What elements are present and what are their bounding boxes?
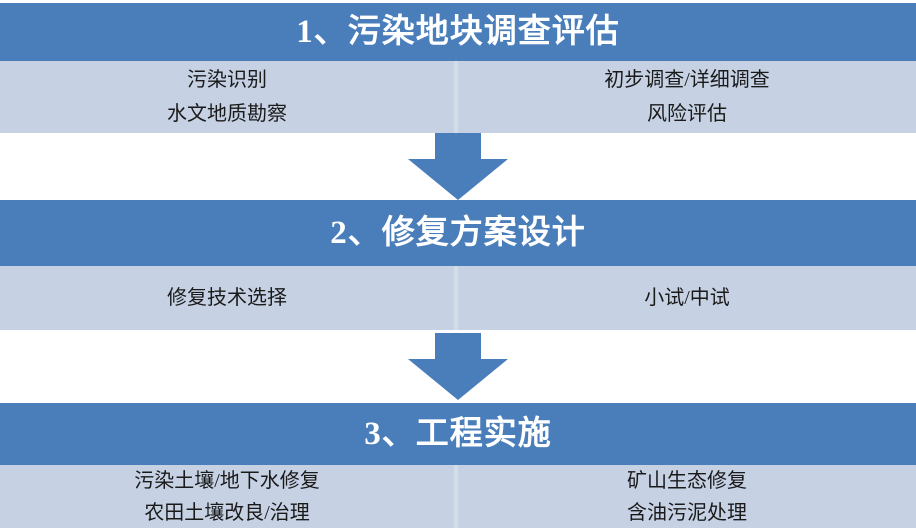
- stage-1-right-line-2: 风险评估: [647, 103, 727, 125]
- stage-3-right-line-2: 含油污泥处理: [627, 501, 747, 524]
- stage-1-body: 污染识别 水文地质勘察 初步调查/详细调查 风险评估: [0, 61, 916, 133]
- stage-3-left-line-1: 污染土壤/地下水修复: [134, 469, 320, 492]
- stage-1-column-right: 初步调查/详细调查 风险评估: [458, 61, 916, 133]
- stage-3-body: 污染土壤/地下水修复 农田土壤改良/治理 矿山生态修复 含油污泥处理: [0, 465, 916, 528]
- down-arrow-icon: [408, 333, 508, 400]
- stage-1-title: 1、污染地块调查评估: [0, 3, 916, 61]
- stage-1-column-left: 污染识别 水文地质勘察: [0, 61, 458, 133]
- down-arrow-icon: [408, 133, 508, 200]
- stage-3-left-line-2: 农田土壤改良/治理: [144, 501, 310, 524]
- stage-2-right-line-1: 小试/中试: [644, 287, 730, 309]
- stage-2-body: 修复技术选择 小试/中试: [0, 266, 916, 330]
- stage-1-right-line-1: 初步调查/详细调查: [604, 69, 770, 91]
- stage-block-1: 1、污染地块调查评估 污染识别 水文地质勘察 初步调查/详细调查 风险评估: [0, 3, 916, 133]
- stage-3-column-left: 污染土壤/地下水修复 农田土壤改良/治理: [0, 465, 458, 528]
- stage-3-column-right: 矿山生态修复 含油污泥处理: [458, 465, 916, 528]
- stage-3-right-line-1: 矿山生态修复: [627, 469, 747, 492]
- stage-2-column-left: 修复技术选择: [0, 266, 458, 330]
- stage-2-title: 2、修复方案设计: [0, 200, 916, 266]
- stage-1-left-line-1: 污染识别: [187, 69, 267, 91]
- stage-3-title: 3、工程实施: [0, 403, 916, 465]
- stage-1-left-line-2: 水文地质勘察: [167, 103, 287, 125]
- stage-block-2: 2、修复方案设计 修复技术选择 小试/中试: [0, 200, 916, 330]
- stage-block-3: 3、工程实施 污染土壤/地下水修复 农田土壤改良/治理 矿山生态修复 含油污泥处…: [0, 403, 916, 528]
- stage-2-column-right: 小试/中试: [458, 266, 916, 330]
- stage-2-left-line-1: 修复技术选择: [167, 287, 287, 309]
